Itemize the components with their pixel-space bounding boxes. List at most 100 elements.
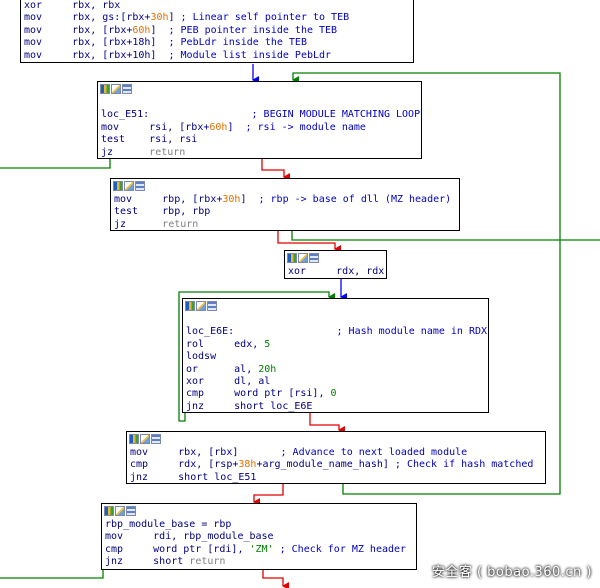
edit-icon[interactable] bbox=[111, 84, 121, 94]
asm-text: mov rdi, rbp_module_base bbox=[105, 531, 274, 543]
asm-line[interactable]: cmp word ptr [rsi], 0 bbox=[186, 388, 485, 400]
asm-line[interactable] bbox=[186, 314, 485, 326]
block-title-bar[interactable] bbox=[285, 251, 386, 265]
asm-text: ] bbox=[227, 121, 246, 133]
text-view-icon[interactable] bbox=[207, 301, 217, 311]
asm-line[interactable]: mov rbp, [rbx+30h] ; rbp -> base of dll … bbox=[114, 194, 456, 206]
edge-loop-to-return bbox=[0, 159, 111, 169]
code-block-next-module[interactable]: mov rbx, [rbx] ; Advance to next loaded … bbox=[126, 431, 546, 484]
asm-text: return bbox=[149, 146, 186, 158]
asm-line[interactable]: mov rbx, gs:[rbx+30h] ; Linear self poin… bbox=[24, 12, 410, 24]
asm-comment: ; Hash module name in RDX bbox=[336, 326, 488, 338]
edit-icon[interactable] bbox=[124, 181, 134, 191]
asm-line[interactable]: loc_E6E: ; Hash module name in RDX bbox=[186, 326, 488, 338]
asm-text: 60h bbox=[209, 121, 228, 133]
asm-text: ] bbox=[168, 12, 181, 24]
asm-line[interactable]: mov rbx, [rbx+10h] ; Module list inside … bbox=[24, 50, 410, 62]
block-body: mov rbx, [rbx] ; Advance to next loaded … bbox=[127, 446, 545, 486]
asm-line[interactable]: jnz short loc_E6E bbox=[186, 401, 485, 413]
edit-icon[interactable] bbox=[298, 253, 308, 263]
text-view-icon[interactable] bbox=[135, 181, 145, 191]
asm-text: jz bbox=[114, 218, 163, 230]
asm-line[interactable]: loc_E51: ; BEGIN MODULE MATCHING LOOP bbox=[101, 109, 420, 121]
asm-text: or al, bbox=[186, 363, 259, 375]
asm-text: lodsw bbox=[186, 351, 217, 363]
asm-line[interactable]: test rsi, rsi bbox=[101, 134, 418, 146]
text-view-icon[interactable] bbox=[309, 253, 319, 263]
edit-icon[interactable] bbox=[115, 506, 125, 516]
edit-icon[interactable] bbox=[140, 434, 150, 444]
asm-line[interactable]: jz return bbox=[114, 219, 456, 231]
graph-color-icon[interactable] bbox=[100, 84, 110, 94]
asm-line[interactable]: xor dl, al bbox=[186, 376, 485, 388]
graph-color-icon[interactable] bbox=[129, 434, 139, 444]
code-block-xor-rdx[interactable]: xor rdx, rdx bbox=[284, 250, 387, 279]
asm-line[interactable]: mov rbx, [rbx] ; Advance to next loaded … bbox=[130, 447, 542, 459]
asm-line[interactable]: lodsw bbox=[186, 351, 485, 363]
edge-loop-to-dllbase bbox=[261, 159, 290, 181]
edit-icon[interactable] bbox=[196, 301, 206, 311]
asm-text: cmp word ptr [rsi], bbox=[186, 388, 331, 400]
asm-line[interactable]: xor rdx, rdx bbox=[288, 266, 384, 278]
graph-color-icon[interactable] bbox=[113, 181, 123, 191]
asm-line[interactable]: xor rbx, rbx bbox=[24, 0, 410, 12]
text-view-icon[interactable] bbox=[126, 506, 136, 516]
edge-dllbase-to-xor bbox=[277, 231, 341, 253]
asm-line[interactable]: rbp_module_base = rbp bbox=[105, 519, 413, 531]
asm-comment: ; Linear self pointer to TEB bbox=[180, 12, 350, 24]
asm-line[interactable]: rol edx, 5 bbox=[186, 339, 485, 351]
asm-text: test rbp, rbp bbox=[114, 206, 211, 218]
asm-text: jnz short loc_E6E bbox=[186, 400, 313, 412]
asm-comment: ; Check if hash matched bbox=[394, 459, 534, 471]
code-block-dll-base[interactable]: mov rbp, [rbx+30h] ; rbp -> base of dll … bbox=[110, 178, 460, 231]
asm-text: mov rbx, [rbx+ bbox=[24, 24, 133, 36]
asm-line[interactable]: mov rsi, [rbx+60h] ; rsi -> module name bbox=[101, 122, 418, 134]
asm-line[interactable]: mov rbx, [rbx+60h] ; PEB pointer inside … bbox=[24, 25, 410, 37]
block-title-bar[interactable] bbox=[102, 504, 416, 518]
block-title-bar[interactable] bbox=[127, 432, 545, 446]
asm-line[interactable]: test rbp, rbp bbox=[114, 206, 456, 218]
edge-dllbase-to-return bbox=[291, 231, 600, 241]
asm-text: 20h bbox=[258, 363, 277, 375]
block-body: xor rdx, rdx bbox=[285, 265, 386, 280]
asm-comment: ; PebLdr inside the TEB bbox=[168, 37, 307, 49]
asm-line[interactable]: mov rdi, rbp_module_base bbox=[105, 531, 413, 543]
asm-text: return bbox=[189, 556, 226, 568]
block-title-bar[interactable] bbox=[183, 299, 488, 313]
block-title-bar[interactable] bbox=[98, 82, 421, 96]
block-body: mov rbp, [rbx+30h] ; rbp -> base of dll … bbox=[111, 193, 459, 233]
asm-line[interactable]: jnz short loc_E51 bbox=[130, 472, 542, 484]
asm-text: mov rbx, [rbx+18h] bbox=[24, 37, 169, 49]
asm-line[interactable]: cmp word ptr [rdi], 'ZM' ; Check for MZ … bbox=[105, 544, 413, 556]
edge-next-to-mz bbox=[253, 484, 284, 506]
graph-color-icon[interactable] bbox=[104, 506, 114, 516]
asm-line[interactable]: jnz short return bbox=[105, 556, 413, 568]
asm-text: loc_E51: bbox=[101, 109, 252, 121]
watermark-text: 安全客 ( bobao.360.cn ) bbox=[431, 565, 592, 580]
asm-text: loc_E6E: bbox=[186, 326, 337, 338]
asm-text: xor rbx, rbx bbox=[24, 0, 121, 11]
edge-mz-continue bbox=[262, 570, 289, 588]
text-view-icon[interactable] bbox=[151, 434, 161, 444]
block-title-bar[interactable] bbox=[111, 179, 459, 193]
asm-text: 5 bbox=[264, 338, 271, 350]
asm-comment: ; Advance to next loaded module bbox=[280, 447, 468, 458]
asm-line[interactable]: or al, 20h bbox=[186, 364, 485, 376]
text-view-icon[interactable] bbox=[122, 84, 132, 94]
asm-text: 38h bbox=[238, 459, 257, 471]
asm-line[interactable] bbox=[101, 97, 418, 109]
asm-line[interactable]: jz return bbox=[101, 147, 418, 159]
asm-line[interactable]: mov rbx, [rbx+18h] ; PebLdr inside the T… bbox=[24, 37, 410, 49]
graph-color-icon[interactable] bbox=[287, 253, 297, 263]
asm-text: test rsi, rsi bbox=[101, 134, 198, 146]
graph-color-icon[interactable] bbox=[185, 301, 195, 311]
asm-line[interactable]: cmp rdx, [rsp+38h+arg_module_name_hash] … bbox=[130, 459, 542, 471]
